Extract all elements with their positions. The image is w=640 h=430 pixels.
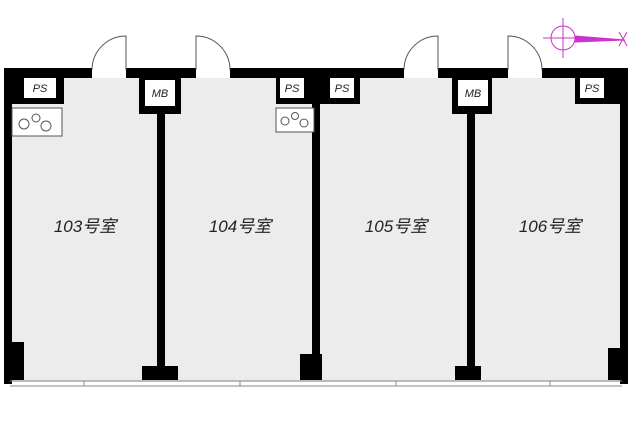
mb-label: MB — [152, 88, 169, 100]
outer-walls — [4, 68, 628, 384]
ps-box — [24, 78, 56, 98]
ps-box — [330, 78, 354, 98]
ps-label: PS — [335, 83, 350, 95]
ps-label: PS — [585, 83, 600, 95]
stove-icon — [275, 107, 315, 133]
partition-walls — [8, 74, 624, 380]
stove-icon — [11, 107, 63, 137]
ps-label: PS — [285, 83, 300, 95]
door-openings — [92, 68, 542, 78]
room-label-103: 103号室 — [54, 217, 119, 236]
ps-box — [580, 78, 604, 98]
mb-box — [458, 80, 488, 106]
door-swing-icon — [91, 35, 543, 71]
shaft-boxes — [12, 74, 620, 114]
room-label-105: 105号室 — [365, 217, 430, 236]
room-label-106: 106号室 — [519, 217, 584, 236]
mb-box — [145, 80, 175, 106]
room-label-104: 104号室 — [209, 217, 274, 236]
ps-box — [280, 78, 304, 98]
mb-label: MB — [465, 88, 482, 100]
ps-label: PS — [33, 83, 48, 95]
compass-icon — [543, 18, 628, 58]
bottom-glazing — [10, 380, 622, 387]
